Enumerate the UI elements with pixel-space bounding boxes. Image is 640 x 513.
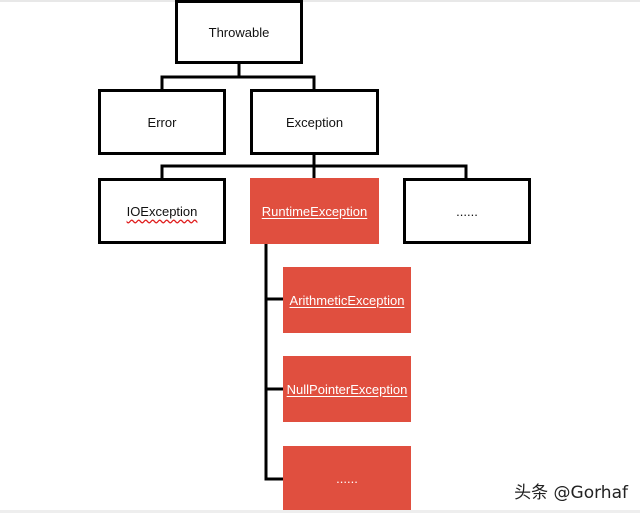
node-ioexception: IOException <box>98 178 226 244</box>
node-arithmeticexception: ArithmeticException <box>283 267 411 333</box>
node-exception: Exception <box>250 89 379 155</box>
node-error: Error <box>98 89 226 155</box>
node-runtimeexception: RuntimeException <box>250 178 379 244</box>
node-runtimeexception-label: RuntimeException <box>261 203 368 219</box>
top-edge-strip <box>0 0 640 2</box>
bottom-edge-strip <box>0 510 640 513</box>
node-ioexception-label: IOException <box>126 203 198 219</box>
node-nullpointerexception: NullPointerException <box>283 356 411 422</box>
node-more-exceptions: ...... <box>403 178 531 244</box>
node-throwable: Throwable <box>175 0 303 64</box>
node-exception-label: Exception <box>285 114 344 130</box>
node-more-exceptions-label: ...... <box>456 203 478 219</box>
node-arithmeticexception-label: ArithmeticException <box>289 292 405 308</box>
watermark-text: 头条 @Gorhaf <box>514 483 628 503</box>
node-throwable-label: Throwable <box>208 24 270 40</box>
node-nullpointerexception-label: NullPointerException <box>286 381 408 397</box>
node-error-label: Error <box>147 114 177 130</box>
node-more-runtime: ...... <box>283 446 411 511</box>
node-more-runtime-label: ...... <box>336 471 358 486</box>
